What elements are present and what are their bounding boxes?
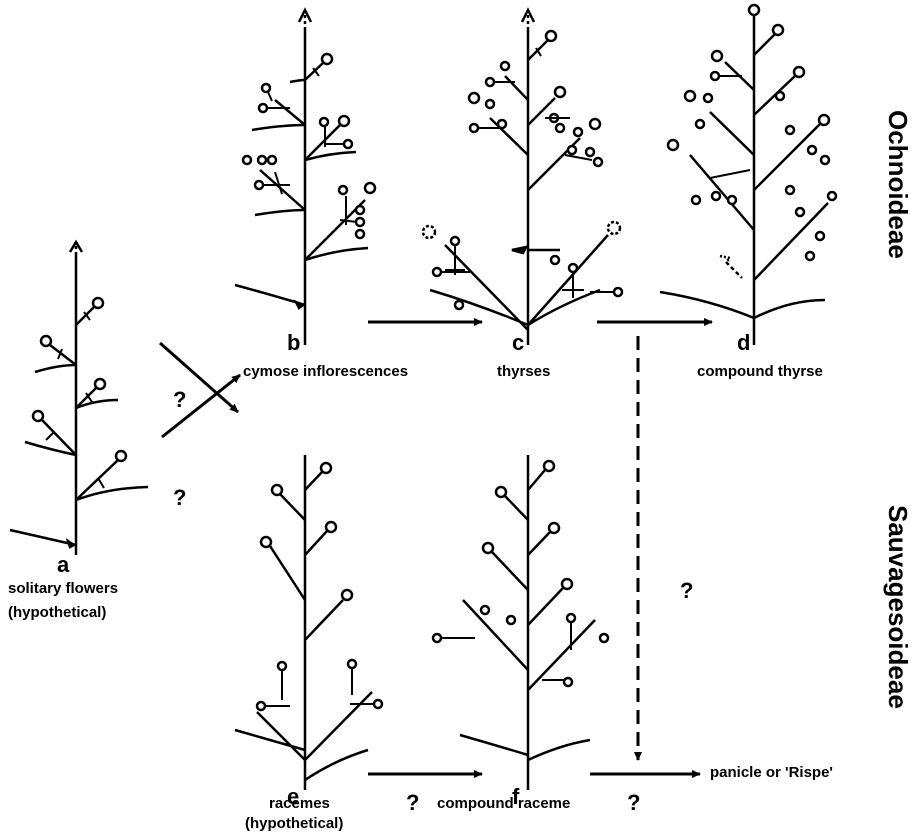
arrow-a-to-e xyxy=(159,341,239,414)
question-mark-dashed: ? xyxy=(680,578,694,603)
panel-d-label: compound thyrse xyxy=(697,363,823,380)
panel-f-drawing xyxy=(431,455,610,790)
arrow-a-to-b xyxy=(161,373,241,439)
panel-letter-f: f xyxy=(512,784,520,809)
panel-f-label: compound raceme xyxy=(437,795,571,812)
panel-a-drawing xyxy=(9,239,149,555)
group-label-sauvagesoideae: Sauvagesoideae xyxy=(883,505,913,709)
panel-letter-a: a xyxy=(57,552,70,577)
question-mark-a-b: ? xyxy=(173,387,187,412)
panel-letter-c: c xyxy=(512,330,525,355)
panel-letter-d: d xyxy=(737,330,751,355)
panel-e-label-2: (hypothetical) xyxy=(245,815,344,832)
panel-b-drawing xyxy=(234,7,377,345)
panel-b-label: cymose inflorescences xyxy=(243,363,409,380)
panel-letter-e: e xyxy=(287,784,300,809)
question-mark-e-f: ? xyxy=(406,790,420,815)
panel-c-label: thyrses xyxy=(497,363,551,380)
panel-d-drawing xyxy=(659,3,838,345)
panicle-label: panicle or 'Rispe' xyxy=(710,764,834,781)
panel-c-drawing xyxy=(421,7,624,345)
panel-a-label-1: solitary flowers xyxy=(8,580,119,597)
question-mark-f-panicle: ? xyxy=(627,790,641,815)
panel-e-drawing xyxy=(234,455,384,790)
panel-e-label-1: racemes xyxy=(269,795,330,812)
question-mark-a-e: ? xyxy=(173,485,187,510)
arrows xyxy=(159,318,713,778)
group-label-ochnoideae: Ochnoideae xyxy=(883,110,913,259)
panel-a-label-2: (hypothetical) xyxy=(8,604,107,621)
panel-letter-b: b xyxy=(287,330,301,355)
